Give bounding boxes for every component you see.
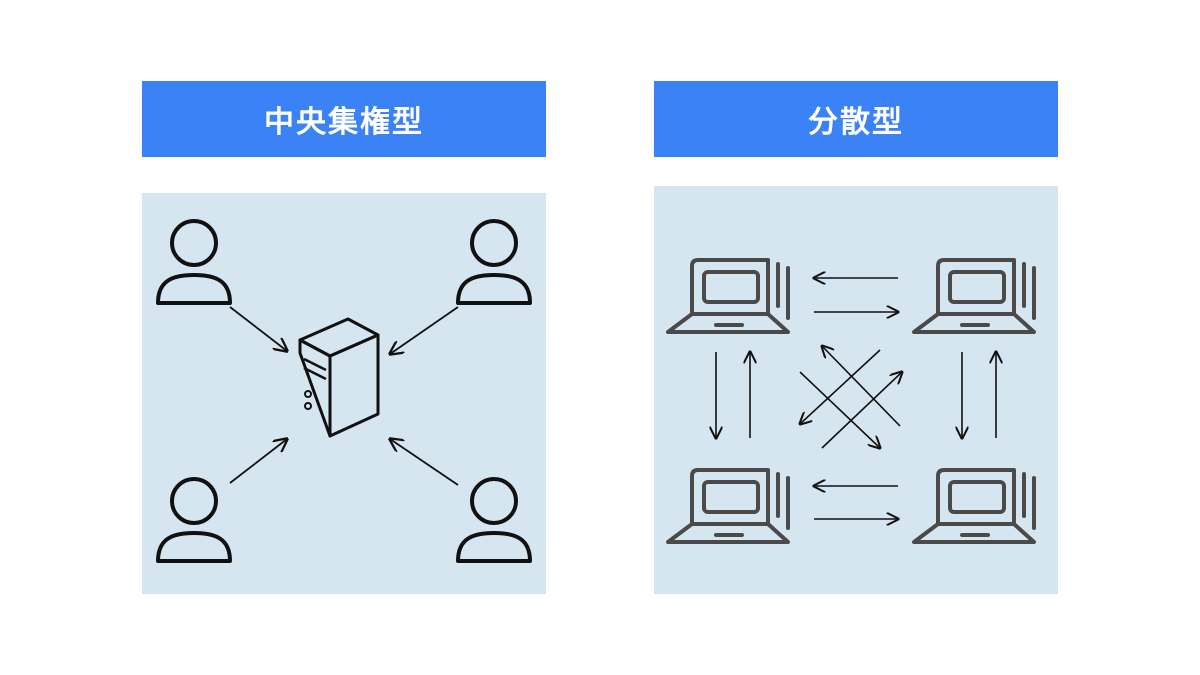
distributed-diagram-panel [654,186,1058,594]
centralized-arrows [229,306,459,486]
laptop-icon [912,456,1046,546]
distributed-title: 分散型 [808,105,904,140]
person-icon [454,475,534,563]
person-icon [154,475,234,563]
laptop-icon [912,246,1046,336]
distributed-arrows [654,186,1058,594]
server-icon [296,313,382,441]
person-icon [154,217,234,305]
centralized-header: 中央集権型 [142,81,546,157]
centralized-title: 中央集権型 [264,105,424,140]
person-icon [454,217,534,305]
centralized-diagram-panel [142,193,546,594]
laptop-icon [666,246,800,336]
distributed-header: 分散型 [654,81,1058,157]
laptop-icon [666,456,800,546]
